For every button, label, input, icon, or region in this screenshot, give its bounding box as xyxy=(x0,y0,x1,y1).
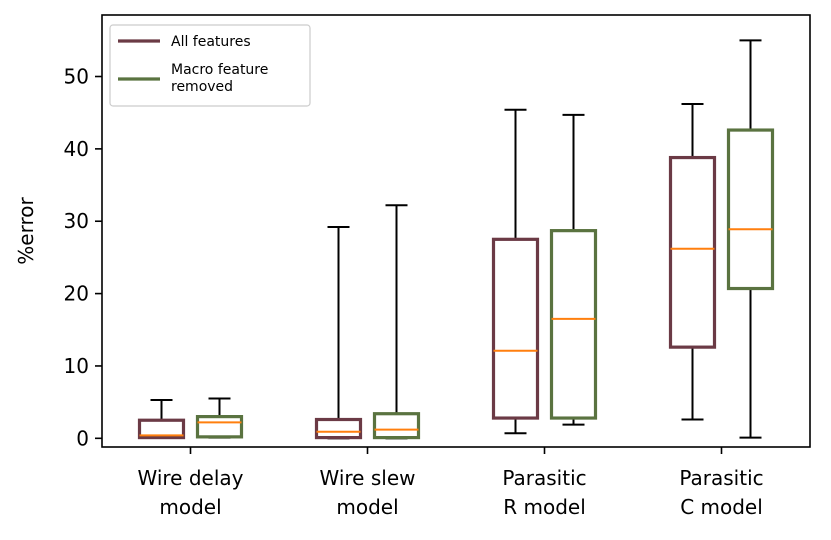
plot-frame xyxy=(101,14,811,448)
y-tick-label: 30 xyxy=(64,209,89,233)
iqr-box xyxy=(549,229,598,420)
y-axis-label: %error xyxy=(14,197,38,265)
box-group xyxy=(549,113,598,426)
box-group xyxy=(726,39,775,439)
y-tick-label: 10 xyxy=(64,354,89,378)
iqr-box xyxy=(195,415,244,439)
box-group xyxy=(195,397,244,439)
x-tick-label: Wire slew xyxy=(320,466,416,490)
legend-label: All features xyxy=(171,34,251,50)
y-tick-label: 40 xyxy=(64,137,89,161)
x-tick-label: R model xyxy=(503,495,586,519)
iqr-box xyxy=(372,412,421,440)
box-group xyxy=(372,204,421,440)
iqr-box xyxy=(726,128,775,291)
plot-marks xyxy=(137,39,775,440)
box-group xyxy=(491,108,540,435)
y-axis: 0 10 20 30 40 50 xyxy=(64,65,102,450)
legend-label: removed xyxy=(171,79,233,95)
x-tick-label: model xyxy=(336,495,398,519)
x-tick-label: C model xyxy=(680,495,763,519)
y-tick-label: 20 xyxy=(64,282,89,306)
iqr-box xyxy=(137,418,186,440)
x-tick-label: model xyxy=(159,495,221,519)
x-tick-label: Parasitic xyxy=(502,466,586,490)
iqr-box xyxy=(491,237,540,420)
x-tick-label: Wire delay xyxy=(138,466,244,490)
y-tick-label: 0 xyxy=(76,426,89,450)
box-group xyxy=(668,103,717,421)
box-group xyxy=(137,398,186,440)
y-tick-label: 50 xyxy=(64,65,89,89)
iqr-box xyxy=(668,155,717,349)
legend-label: Macro feature xyxy=(171,62,268,78)
x-axis: Wire delay model Wire slew model Parasitic R … xyxy=(138,447,764,519)
x-tick-label: Parasitic xyxy=(679,466,763,490)
box-group xyxy=(314,226,363,440)
legend-frame xyxy=(109,24,311,107)
iqr-box xyxy=(314,417,363,440)
